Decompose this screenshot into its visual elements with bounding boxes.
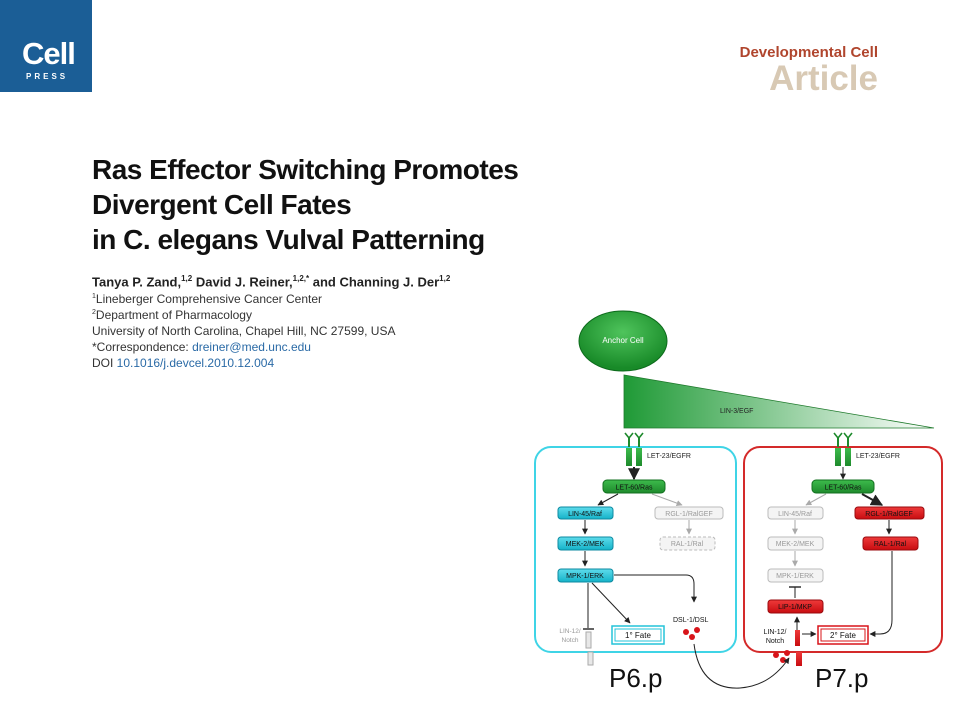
affiliation-1: 1Lineberger Comprehensive Cancer Center bbox=[92, 292, 322, 306]
mek-node bbox=[557, 536, 614, 551]
doi-label: DOI bbox=[92, 356, 117, 370]
receptor-label: LET-23/EGFR bbox=[647, 453, 691, 460]
correspondence-label: *Correspondence: bbox=[92, 340, 193, 354]
notch-label-line1: LIN-12/ bbox=[559, 628, 581, 635]
raf-node bbox=[557, 506, 614, 520]
dsl-label: DSL-1/DSL bbox=[673, 617, 709, 624]
anchor-cell-label: Anchor Cell bbox=[602, 336, 644, 345]
affiliation-2: 2Department of Pharmacology bbox=[92, 308, 252, 322]
doi: DOI 10.1016/j.devcel.2010.12.004 bbox=[92, 356, 274, 370]
ras-label: LET-60/Ras bbox=[616, 485, 653, 492]
p7p-cell-label: P7.p bbox=[815, 663, 869, 693]
notch-receptor-icon bbox=[585, 631, 592, 649]
ras-node bbox=[602, 479, 666, 494]
ralgef-node bbox=[854, 506, 925, 520]
egf-gradient-wedge bbox=[623, 374, 935, 429]
author-name: and Channing J. Der bbox=[309, 274, 440, 290]
author-affil-mark: 1,2 bbox=[439, 274, 451, 283]
correspondence: *Correspondence: dreiner@med.unc.edu bbox=[92, 340, 311, 354]
mkp-node bbox=[767, 599, 824, 614]
dsl-ligand-icon bbox=[784, 650, 790, 656]
receptor-icon bbox=[624, 432, 644, 466]
p6p-cell-label: P6.p bbox=[609, 663, 663, 693]
ral-node bbox=[659, 536, 716, 551]
p7p-cell: LET-23/EGFR LET-60/Ras LIN-45/Raf RGL-1/… bbox=[743, 432, 943, 666]
logo-sub-text: PRESS bbox=[26, 72, 69, 81]
ral-label: RAL-1/Ral bbox=[671, 541, 704, 548]
secondary-fate-label: 2° Fate bbox=[830, 631, 856, 640]
raf-label: LIN-45/Raf bbox=[568, 511, 602, 518]
erk-node bbox=[767, 568, 824, 583]
primary-fate-box bbox=[611, 625, 665, 645]
correspondence-email-link[interactable]: dreiner@med.unc.edu bbox=[192, 340, 311, 354]
erk-node bbox=[557, 568, 614, 583]
primary-fate-label: 1° Fate bbox=[625, 631, 651, 640]
doi-link[interactable]: 10.1016/j.devcel.2010.12.004 bbox=[116, 356, 275, 370]
ral-node bbox=[862, 536, 919, 551]
notch-receptor-icon bbox=[796, 652, 802, 666]
ralgef-label: RGL-1/RalGEF bbox=[865, 511, 912, 518]
cell-press-logo: Cell PRESS bbox=[0, 0, 92, 92]
raf-node bbox=[767, 506, 824, 520]
affil-text: Lineberger Comprehensive Cancer Center bbox=[95, 292, 323, 306]
logo-main-text: Cell bbox=[22, 36, 76, 71]
egf-label: LIN-3/EGF bbox=[720, 408, 753, 415]
anchor-cell-node bbox=[578, 310, 668, 372]
dsl-ligand-icon bbox=[780, 657, 786, 663]
dsl-ligand-icon bbox=[694, 627, 700, 633]
journal-name: Developmental Cell bbox=[739, 44, 878, 61]
ras-node bbox=[811, 479, 875, 494]
affil-text: Department of Pharmacology bbox=[95, 308, 252, 322]
affil-mark: 1 bbox=[92, 293, 96, 300]
ralgef-node bbox=[654, 506, 724, 520]
author-name: David J. Reiner, bbox=[192, 274, 293, 290]
raf-label: LIN-45/Raf bbox=[778, 511, 812, 518]
dsl-ligand-icon bbox=[689, 634, 695, 640]
mek-node bbox=[767, 536, 824, 551]
title-line: Divergent Cell Fates bbox=[92, 189, 352, 220]
receptor-label: LET-23/EGFR bbox=[856, 453, 900, 460]
author-affil-mark: 1,2,* bbox=[292, 274, 310, 283]
secondary-fate-box bbox=[817, 625, 869, 645]
erk-label: MPK-1/ERK bbox=[566, 573, 604, 580]
dsl-ligand-icon bbox=[773, 652, 779, 658]
ralgef-label: RGL-1/RalGEF bbox=[665, 511, 712, 518]
author-list: Tanya P. Zand,1,2 David J. Reiner,1,2,* … bbox=[92, 274, 450, 289]
intercellular-signal-arrow bbox=[693, 643, 790, 689]
title-line: in C. elegans Vulval Patterning bbox=[92, 224, 485, 255]
notch-receptor-icon bbox=[795, 630, 800, 646]
author-affil-mark: 1,2 bbox=[181, 274, 193, 283]
paper-title: Ras Effector Switching Promotes Divergen… bbox=[92, 152, 632, 257]
ras-label: LET-60/Ras bbox=[825, 485, 862, 492]
notch-label-line2: Notch bbox=[766, 638, 784, 645]
university-address: University of North Carolina, Chapel Hil… bbox=[92, 324, 396, 338]
p6p-cell-border bbox=[534, 446, 737, 653]
notch-receptor-icon bbox=[587, 651, 594, 666]
p7p-cell-border bbox=[743, 446, 943, 653]
title-line: Ras Effector Switching Promotes bbox=[92, 154, 519, 185]
p6p-cell: LET-23/EGFR LET-60/Ras LIN-45/Raf RGL-1/… bbox=[534, 432, 737, 666]
notch-label-line1: LIN-12/ bbox=[764, 629, 787, 636]
mkp-label: LIP-1/MKP bbox=[778, 604, 812, 611]
receptor-icon bbox=[833, 432, 853, 466]
erk-label: MPK-1/ERK bbox=[776, 573, 814, 580]
mek-label: MEK-2/MEK bbox=[566, 541, 605, 548]
ral-label: RAL-1/Ral bbox=[874, 541, 907, 548]
dsl-ligand-icon bbox=[683, 629, 689, 635]
affil-mark: 2 bbox=[92, 309, 96, 316]
author-name: Tanya P. Zand, bbox=[92, 274, 182, 290]
mek-label: MEK-2/MEK bbox=[776, 541, 815, 548]
notch-label-line2: Notch bbox=[562, 637, 579, 644]
article-type: Article bbox=[769, 59, 878, 98]
